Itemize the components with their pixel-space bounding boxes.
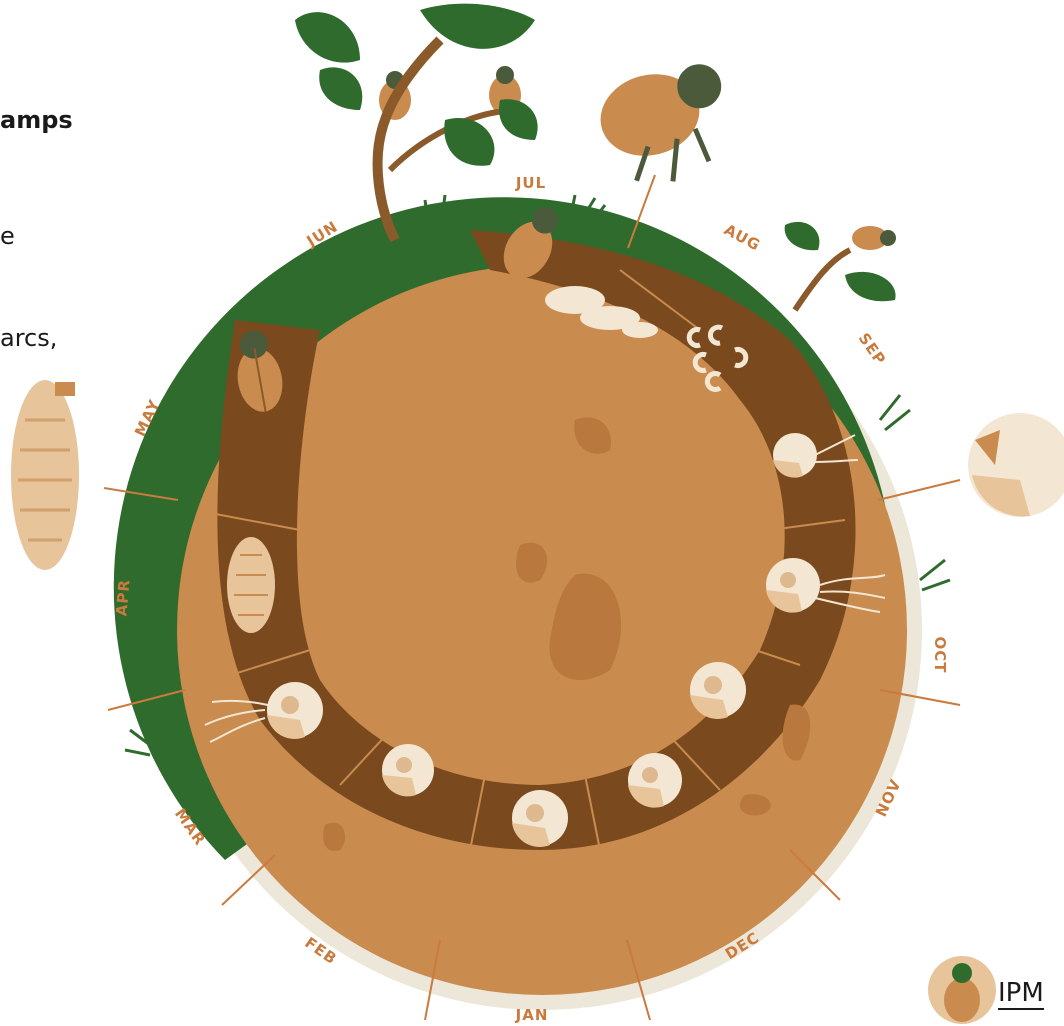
logo-beetle-icon xyxy=(928,956,996,1024)
month-label-sep: SEP xyxy=(855,330,890,369)
pupa-in-tunnel xyxy=(227,537,275,633)
pupa-enlarged xyxy=(11,380,79,570)
month-label-oct: OCT xyxy=(931,637,949,674)
month-label-jan: JAN xyxy=(515,1006,549,1024)
grub-enlarged xyxy=(968,413,1064,517)
month-label-jul: JUL xyxy=(515,174,546,192)
logo-text: IPM xyxy=(998,978,1044,1010)
month-label-apr: APR xyxy=(112,578,133,617)
month-label-aug: AUG xyxy=(721,221,764,255)
